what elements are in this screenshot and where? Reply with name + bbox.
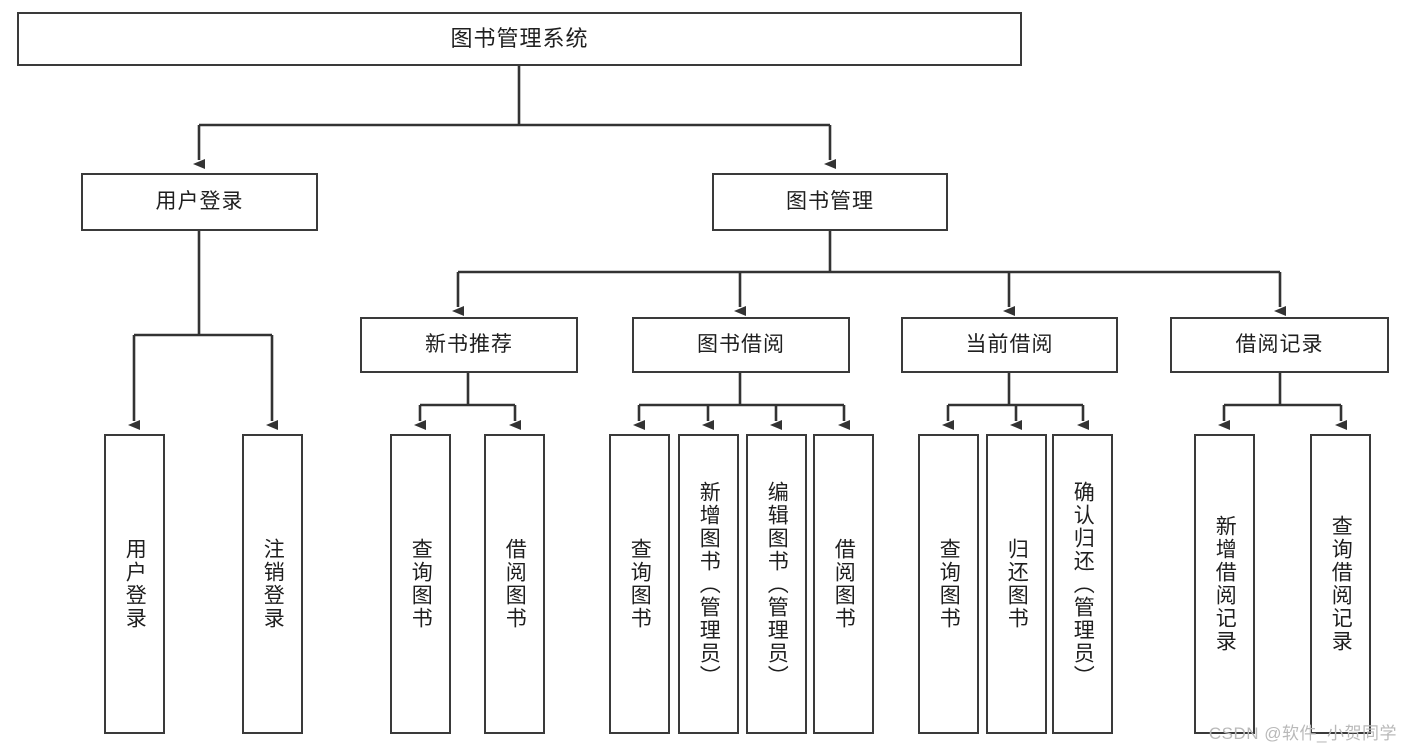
node-label: 借阅图书 [832,538,856,630]
node-label: 查询借阅记录 [1329,515,1353,653]
leaf-borrow-borrow-book[interactable]: 借阅图书 [813,434,874,734]
node-current-borrow[interactable]: 当前借阅 [901,317,1118,373]
leaf-recommend-borrow-book[interactable]: 借阅图书 [484,434,545,734]
leaf-current-query-book[interactable]: 查询图书 [918,434,979,734]
leaf-borrow-add-book[interactable]: 新增图书（管理员） [678,434,739,734]
node-label: 借阅图书 [503,538,527,630]
node-label: 新书推荐 [425,332,513,356]
node-book-borrow[interactable]: 图书借阅 [632,317,850,373]
leaf-current-return-book[interactable]: 归还图书 [986,434,1047,734]
node-label: 确认归还（管理员） [1071,480,1095,688]
node-label: 查询图书 [937,538,961,630]
node-label: 图书管理系统 [450,26,589,52]
node-label: 注销登录 [261,538,285,630]
node-label: 借阅记录 [1235,332,1324,356]
node-borrow-record[interactable]: 借阅记录 [1170,317,1389,373]
node-label: 新增图书（管理员） [697,480,721,688]
leaf-user-logout[interactable]: 注销登录 [242,434,303,734]
node-user-login[interactable]: 用户登录 [81,173,318,231]
leaf-current-confirm-return[interactable]: 确认归还（管理员） [1052,434,1113,734]
leaf-recommend-query-book[interactable]: 查询图书 [390,434,451,734]
node-label: 用户登录 [155,189,244,213]
node-label: 图书借阅 [697,332,785,356]
node-label: 查询图书 [409,538,433,630]
node-label: 编辑图书（管理员） [765,480,789,688]
node-label: 图书管理 [786,189,874,213]
node-book-management[interactable]: 图书管理 [712,173,948,231]
node-label: 归还图书 [1005,538,1029,630]
leaf-user-login[interactable]: 用户登录 [104,434,165,734]
leaf-record-query[interactable]: 查询借阅记录 [1310,434,1371,734]
node-root-system[interactable]: 图书管理系统 [17,12,1022,66]
leaf-record-add[interactable]: 新增借阅记录 [1194,434,1255,734]
node-label: 用户登录 [123,538,147,630]
node-label: 当前借阅 [965,332,1054,356]
watermark: CSDN @软件_小贺同学 [1208,724,1397,743]
node-label: 新增借阅记录 [1213,515,1237,653]
node-label: 查询图书 [628,538,652,630]
leaf-borrow-query-book[interactable]: 查询图书 [609,434,670,734]
node-new-book-recommend[interactable]: 新书推荐 [360,317,578,373]
leaf-borrow-edit-book[interactable]: 编辑图书（管理员） [746,434,807,734]
